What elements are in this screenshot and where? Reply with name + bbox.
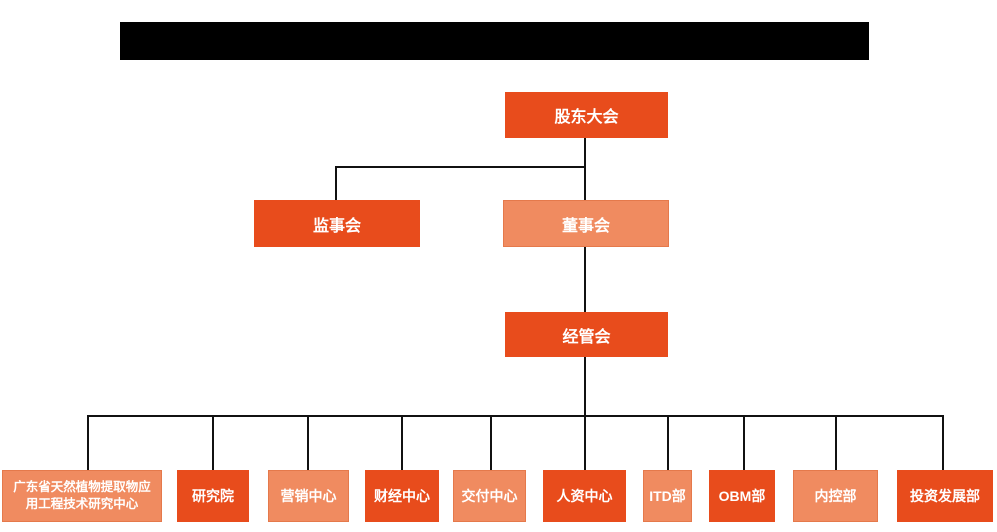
node-dept-itd: ITD部 [643, 470, 692, 522]
node-dept-research-center: 广东省天然植物提取物应用工程技术研究中心 [2, 470, 162, 522]
connector-drop-investment-dev [942, 415, 944, 470]
connector-departments-bus [87, 415, 944, 417]
node-label: 投资发展部 [910, 488, 980, 504]
node-label: 营销中心 [280, 488, 337, 504]
connector-drop-finance-center [401, 415, 403, 470]
connector-drop-obm-dept [743, 415, 745, 470]
node-label: 广东省天然植物提取物应用工程技术研究中心 [13, 480, 151, 511]
connector-drop-internal-control [835, 415, 837, 470]
connector-drop-marketing-center [307, 415, 309, 470]
node-label: 人资中心 [556, 488, 613, 504]
connector-supervisors-drop [335, 166, 337, 200]
connector-shareholders-vertical [584, 138, 586, 200]
node-dept-obm: OBM部 [709, 470, 775, 522]
node-label: 监事会 [312, 217, 361, 235]
node-label: OBM部 [718, 488, 766, 504]
connector-directors-management [584, 247, 586, 312]
node-label: ITD部 [649, 488, 686, 504]
node-shareholders-meeting: 股东大会 [505, 92, 668, 138]
node-label: 交付中心 [461, 488, 518, 504]
node-management-committee: 经管会 [505, 312, 668, 357]
node-label: 研究院 [192, 488, 234, 504]
node-label: 财经中心 [374, 488, 430, 504]
connector-drop-research-center [87, 415, 89, 470]
connector-drop-delivery-center [490, 415, 492, 470]
node-dept-finance-center: 财经中心 [365, 470, 439, 522]
connector-drop-research-academy [212, 415, 214, 470]
redacted-title-bar [120, 22, 869, 60]
node-board-of-supervisors: 监事会 [254, 200, 420, 247]
node-dept-research-academy: 研究院 [177, 470, 249, 522]
connector-management-bus [584, 357, 586, 417]
node-label: 董事会 [561, 217, 610, 235]
node-dept-investment-development: 投资发展部 [897, 470, 993, 522]
connector-branch-horizontal [335, 166, 586, 168]
node-dept-marketing-center: 营销中心 [268, 470, 349, 522]
connector-drop-hr-center [584, 415, 586, 470]
node-label: 经管会 [562, 328, 611, 346]
node-label: 内控部 [814, 488, 857, 504]
node-dept-internal-control: 内控部 [793, 470, 878, 522]
node-dept-hr-center: 人资中心 [543, 470, 626, 522]
node-dept-delivery-center: 交付中心 [453, 470, 526, 522]
node-label: 股东大会 [554, 109, 619, 126]
node-board-of-directors: 董事会 [503, 200, 669, 247]
connector-drop-itd-dept [667, 415, 669, 470]
